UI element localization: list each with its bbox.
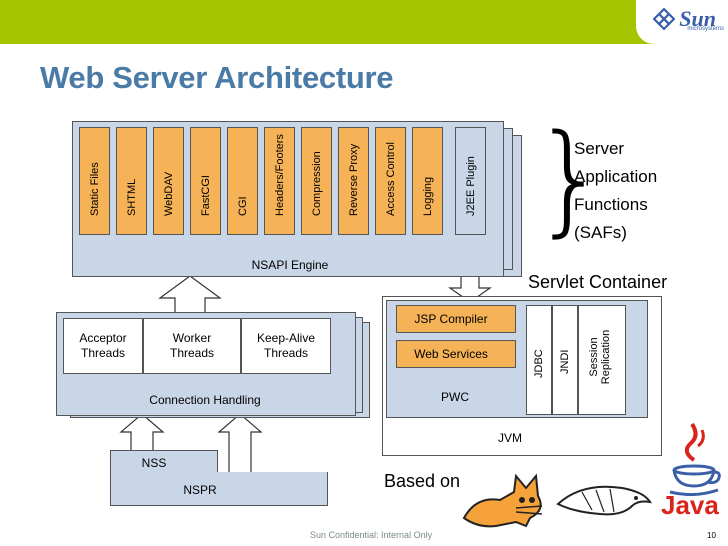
saf-label: FastCGI [199, 175, 212, 216]
saf-brace-icon: } [532, 110, 609, 249]
saf-label: Headers/Footers [273, 134, 286, 216]
page-number: 10 [707, 531, 716, 540]
saf-note-line1: Server [574, 139, 625, 158]
saf-note-line3: Functions [574, 195, 648, 214]
logo-tab: Sun microsystems [636, 0, 728, 44]
acceptor-threads-label: Acceptor Threads [79, 331, 127, 360]
saf-static-files: Static Files [79, 127, 110, 235]
jsp-compiler-label: JSP Compiler [414, 312, 488, 326]
saf-access-control: Access Control [375, 127, 406, 235]
keepalive-threads-label: Keep-Alive Threads [256, 331, 316, 360]
worker-threads-label: Worker Threads [169, 331, 215, 360]
j2ee-plugin: J2EE Plugin [455, 127, 486, 235]
java-cup-icon [669, 422, 721, 496]
sun-logo-icon [653, 8, 676, 30]
session-replication-box [578, 305, 626, 415]
saf-compression: Compression [301, 127, 332, 235]
saf-logging: Logging [412, 127, 443, 235]
saf-label: CGI [236, 196, 249, 216]
mysql-dolphin-icon [556, 485, 652, 516]
saf-label: Access Control [384, 142, 397, 216]
session-replication-text: Session Replication [588, 329, 612, 385]
session-replication-label: Session Replication [588, 322, 612, 392]
logo-text: Sun [679, 6, 716, 31]
web-services-box [396, 340, 516, 368]
saf-headers-footers: Headers/Footers [264, 127, 295, 235]
jndi-box [552, 305, 578, 415]
saf-note: Server Application Functions (SAFs) [574, 135, 657, 247]
web-services-label: Web Services [414, 347, 488, 361]
keepalive-threads-box [241, 318, 331, 374]
saf-label: Logging [421, 176, 434, 216]
page-title: Web Server Architecture [40, 60, 394, 95]
saf-fastcgi: FastCGI [190, 127, 221, 235]
saf-note-line2: Application [574, 167, 658, 186]
connection-handling-label: Connection Handling [149, 393, 261, 407]
nspr-box [110, 472, 328, 506]
saf-label: Static Files [88, 162, 101, 216]
saf-label: SHTML [125, 178, 138, 216]
nsapi-engine-label: NSAPI Engine [251, 258, 329, 272]
jndi-label: JNDI [559, 349, 571, 374]
arrow-up-nspr [217, 413, 263, 477]
sun-logo: Sun [653, 8, 716, 30]
saf-label: Compression [310, 151, 323, 216]
jdbc-label: JDBC [533, 349, 545, 378]
jvm-label: JVM [498, 431, 522, 445]
saf-note-line4: (SAFs) [574, 223, 627, 242]
servlet-container-title: Servlet Container [528, 272, 668, 292]
saf-cgi: CGI [227, 127, 258, 235]
pwc-label: PWC [441, 390, 469, 404]
based-on-label: Based on [384, 471, 461, 491]
nspr-label: NSPR [183, 483, 217, 497]
logo-subtext: microsystems [687, 26, 724, 32]
saf-reverse-proxy: Reverse Proxy [338, 127, 369, 235]
saf-webdav: WebDAV [153, 127, 184, 235]
footer-confidential: Sun Confidential: Internal Only [310, 530, 433, 540]
worker-threads-box [143, 318, 241, 374]
tomcat-icon [462, 473, 543, 528]
saf-shtml: SHTML [116, 127, 147, 235]
saf-label: WebDAV [162, 171, 175, 216]
acceptor-threads-box [63, 318, 143, 374]
saf-label: Reverse Proxy [347, 143, 360, 216]
nss-label: NSS [141, 456, 167, 470]
java-logo-text: Java [661, 490, 719, 520]
jdbc-box [526, 305, 552, 415]
j2ee-plugin-label: J2EE Plugin [464, 156, 477, 216]
header-bar [0, 0, 728, 44]
jsp-compiler-box [396, 305, 516, 333]
